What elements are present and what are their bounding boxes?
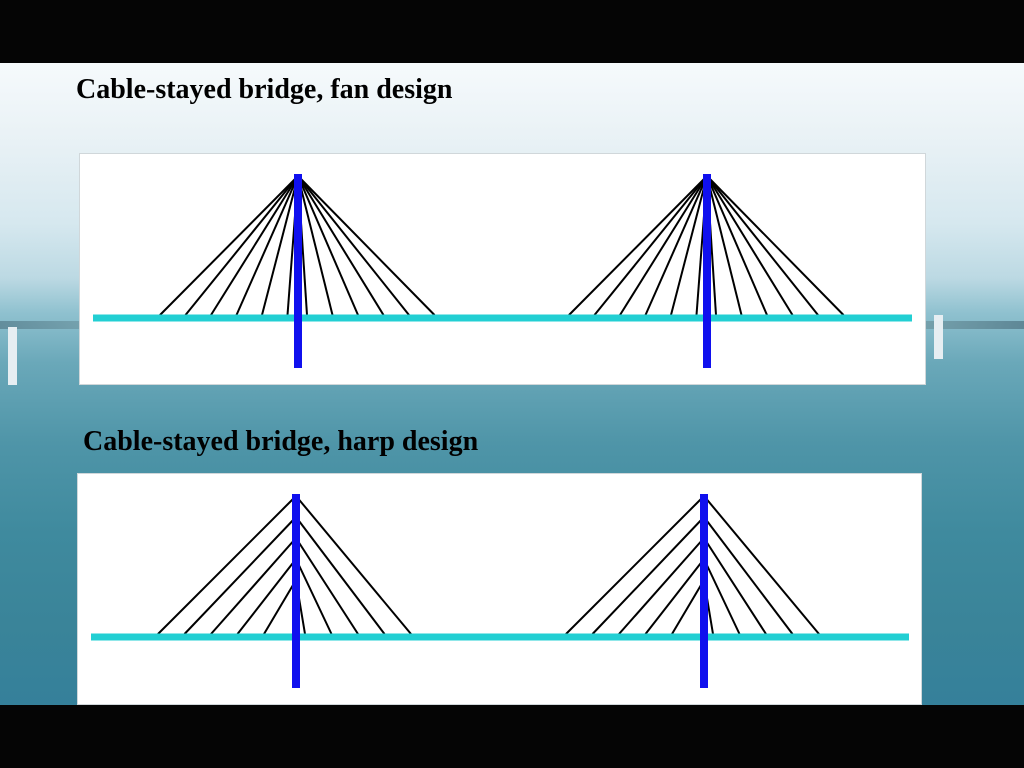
cable	[644, 175, 708, 316]
cable	[295, 558, 333, 635]
fan-bridge-svg	[93, 174, 912, 368]
cable	[591, 516, 705, 635]
fan-design-diagram	[79, 153, 926, 385]
cable	[706, 175, 768, 316]
cable	[295, 495, 412, 635]
cable	[706, 175, 819, 316]
harp-design-diagram	[77, 473, 922, 705]
cable	[565, 495, 705, 635]
cable	[703, 495, 820, 635]
cable	[263, 579, 297, 635]
cable	[184, 175, 299, 316]
cable	[297, 175, 410, 316]
cable	[297, 175, 436, 316]
cable	[210, 537, 297, 635]
cable	[157, 495, 297, 635]
section-title-harp: Cable-stayed bridge, harp design	[83, 426, 479, 457]
cable	[644, 558, 705, 635]
cable	[671, 579, 705, 635]
cable	[235, 175, 299, 316]
cable	[593, 175, 708, 316]
cable	[618, 537, 705, 635]
harp-bridge-svg	[91, 494, 909, 688]
cable	[210, 175, 299, 316]
cable	[297, 175, 385, 316]
cable	[295, 537, 359, 635]
cable	[706, 175, 743, 316]
cable	[619, 175, 708, 316]
cable	[706, 175, 794, 316]
cable	[568, 175, 708, 316]
section-title-fan: Cable-stayed bridge, fan design	[76, 74, 453, 105]
cable	[703, 537, 767, 635]
cable	[236, 558, 297, 635]
cable	[703, 516, 794, 635]
cable	[703, 558, 741, 635]
cable	[670, 175, 708, 316]
cable	[183, 516, 297, 635]
cable	[261, 175, 299, 316]
cable	[706, 175, 845, 316]
background-bridge-pillar	[934, 315, 943, 359]
background-bridge-pillar	[8, 327, 17, 385]
cable	[295, 516, 386, 635]
cable	[297, 175, 334, 316]
cable	[159, 175, 299, 316]
cable	[297, 175, 359, 316]
